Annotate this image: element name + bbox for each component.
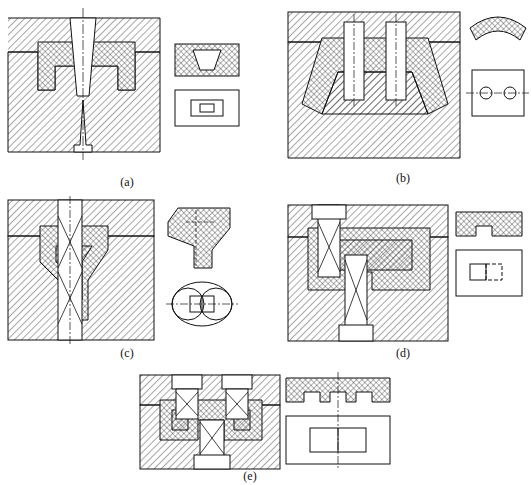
mold-b-stroke [322, 72, 428, 114]
mold-d [288, 205, 522, 341]
mold-e-stroke [338, 372, 339, 470]
mold-a-stroke [175, 90, 239, 126]
mold-e-stroke [194, 455, 230, 469]
panel-label: (b) [396, 172, 410, 184]
mold-c [8, 196, 238, 344]
mold-e-stroke [176, 392, 198, 416]
mold-a [8, 8, 239, 160]
mold-a-stroke [191, 100, 223, 116]
mold-a-stroke [83, 8, 84, 160]
mold-e-stroke [226, 392, 248, 416]
mold-d-stroke [345, 255, 367, 331]
mold-d-stroke [486, 264, 502, 280]
mold-e-stroke [226, 389, 248, 419]
mold-e [140, 372, 390, 470]
panel-label: (d) [396, 347, 410, 359]
mold-c-stroke [166, 304, 238, 305]
pattern-part [8, 8, 529, 470]
mold-d-stroke [312, 205, 346, 219]
mold-d-stroke [456, 250, 522, 296]
mold-b-stroke [354, 14, 355, 108]
mold-d-stroke [456, 212, 522, 236]
panel-label: (e) [243, 470, 256, 482]
mold-b-stroke [470, 17, 526, 40]
mold-e-stroke [200, 420, 224, 458]
mold-d-stroke [318, 222, 340, 272]
mold-d-stroke [470, 264, 486, 280]
panel-label: (a) [120, 176, 133, 188]
mold-d-stroke [339, 325, 373, 341]
mold-c-stroke [70, 196, 71, 344]
mold-c-stroke [168, 208, 230, 268]
mold-c-stroke [186, 210, 214, 266]
mold-b-stroke [466, 93, 529, 94]
mold-b [288, 12, 529, 158]
mold-a-stroke [175, 44, 239, 76]
mold-b-stroke [302, 38, 448, 114]
mold-e-stroke [172, 375, 202, 389]
mold-e-stroke [200, 422, 224, 454]
mold-e-stroke [222, 375, 252, 389]
mold-a-stroke [193, 50, 221, 70]
mold-b-stroke [396, 14, 397, 108]
mold-a-stroke [200, 104, 214, 112]
mold-e-stroke [176, 389, 198, 419]
mold-d-stroke [345, 260, 367, 320]
panel-label: (c) [120, 347, 133, 359]
